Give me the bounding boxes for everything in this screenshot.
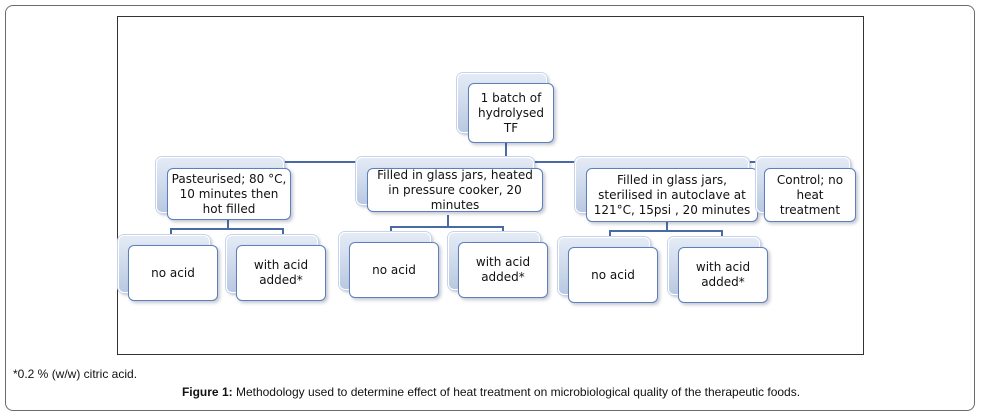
connector-b2-left (390, 226, 392, 234)
connector-b3-down (666, 219, 668, 231)
leaf-label-b2-with-acid: with acid added* (458, 242, 548, 298)
connector-b1-down (227, 217, 229, 229)
branch-label-pasteurised: Pasteurised; 80 °C, 10 minutes then hot … (167, 168, 291, 220)
branch-label-control: Control; no heat treatment (764, 168, 856, 222)
root-node-label: 1 batch of hydrolysed TF (468, 83, 554, 143)
branch-label-pressure-cooker: Filled in glass jars, heated in pressure… (367, 168, 543, 212)
leaf-label-b1-no-acid: no acid (128, 245, 218, 301)
connector-b2-down (447, 215, 449, 227)
connector-root-down (505, 128, 507, 161)
figure-frame (5, 5, 975, 411)
connector-b1-bar (170, 228, 284, 230)
connector-b2-right (502, 226, 504, 234)
branch-label-autoclave: Filled in glass jars, sterilised in auto… (586, 168, 758, 222)
leaf-label-b2-no-acid: no acid (349, 242, 439, 298)
figure-caption: Figure 1: Methodology used to determine … (0, 385, 982, 399)
connector-b3-left (609, 230, 611, 238)
footnote: *0.2 % (w/w) citric acid. (13, 367, 138, 381)
caption-text: Methodology used to determine effect of … (232, 385, 801, 399)
diagram-container: 1 batch of hydrolysed TF Pasteurised; 80… (117, 16, 864, 355)
leaf-label-b3-no-acid: no acid (568, 247, 658, 303)
connector-b3-right (721, 230, 723, 238)
connector-b1-left (170, 228, 172, 236)
leaf-label-b1-with-acid: with acid added* (236, 245, 326, 301)
connector-b1-right (282, 228, 284, 236)
caption-label: Figure 1: (181, 385, 233, 399)
leaf-label-b3-with-acid: with acid added* (678, 247, 768, 303)
connector-b3-bar (609, 230, 723, 232)
connector-b2-bar (390, 226, 504, 228)
